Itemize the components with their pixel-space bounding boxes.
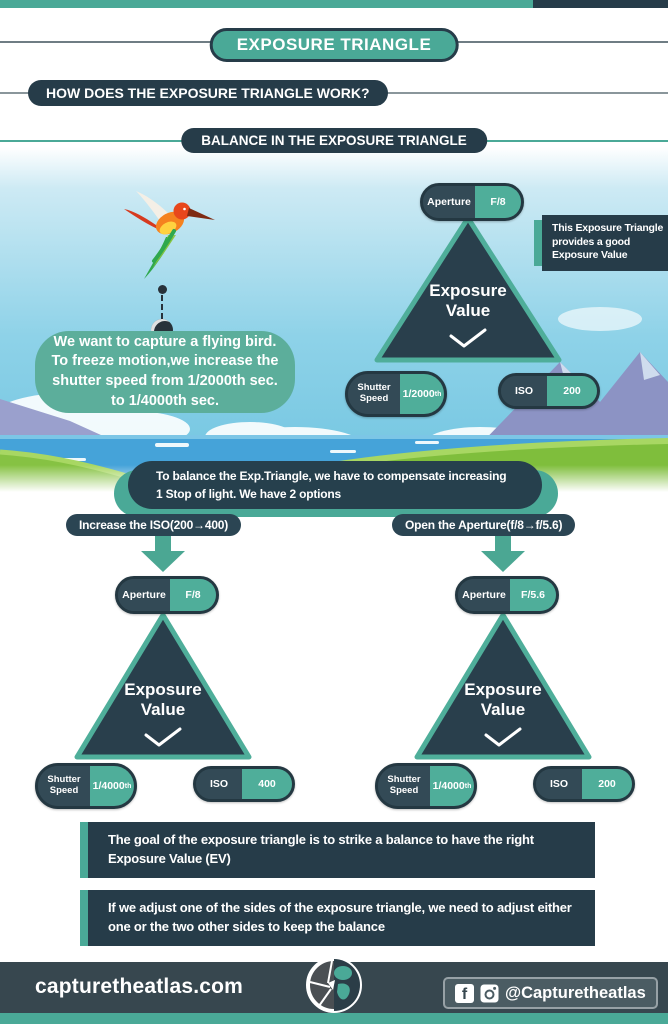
left-iso-pill: ISO 400 [193, 766, 295, 802]
note-accent-bar [80, 822, 88, 878]
speech-bubble-text: We want to capture a flying bird. To fre… [51, 333, 279, 409]
instagram-icon[interactable] [480, 984, 499, 1003]
shutter-pill-suffix: th [434, 390, 442, 398]
callout-note: This Exposure Triangle provides a good E… [534, 215, 668, 271]
question-heading: HOW DOES THE EXPOSURE TRIANGLE WORK? [28, 80, 388, 106]
callout-accent-bar [534, 220, 542, 266]
note-text-1: The goal of the exposure triangle is to … [88, 822, 595, 878]
shutter-pill-label: Shutter Speed [348, 374, 400, 414]
right-iso-label: ISO [536, 769, 582, 799]
down-arrow-left-head [141, 551, 185, 572]
plumb-line-small-dot [158, 285, 167, 294]
left-aperture-label: Aperture [118, 579, 170, 611]
balance-banner: To balance the Exp.Triangle, we have to … [128, 461, 542, 509]
banner-line-1: To balance the Exp.Triangle, we have to … [156, 469, 507, 483]
top-bar-navy [533, 0, 668, 8]
left-aperture-value: F/8 [170, 579, 216, 611]
page-title: EXPOSURE TRIANGLE [209, 28, 459, 62]
check-icon [144, 727, 182, 747]
option-label-right: Open the Aperture(f/8→f/5.6) [392, 514, 576, 536]
section-heading-text: BALANCE IN THE EXPOSURE TRIANGLE [201, 133, 467, 148]
landscape-background [0, 147, 668, 492]
section-heading: BALANCE IN THE EXPOSURE TRIANGLE [181, 128, 487, 153]
social-handle[interactable]: @Capturetheatlas [505, 983, 646, 1002]
bottom-teal-strip [0, 1013, 668, 1024]
down-arrow-right-head [481, 551, 525, 572]
facebook-icon[interactable]: f [455, 983, 474, 1003]
left-aperture-pill: Aperture F/8 [115, 576, 219, 614]
exposure-triangle-shape: Exposure Value [371, 213, 565, 365]
logo-globe-icon [306, 957, 362, 1013]
plumb-line-dashes [161, 295, 163, 319]
left-shutter-label: Shutter Speed [38, 766, 90, 806]
site-url[interactable]: capturetheatlas.com [35, 975, 244, 998]
iso-pill-value: 200 [547, 376, 597, 406]
top-bar-teal [0, 0, 533, 8]
left-iso-label: ISO [196, 769, 242, 799]
callout-text: This Exposure Triangle provides a good E… [542, 215, 668, 271]
note-box-2: If we adjust one of the sides of the exp… [80, 890, 595, 946]
triangle-outline [74, 612, 252, 760]
right-iso-value: 200 [582, 769, 632, 799]
right-aperture-pill: Aperture F/5.6 [455, 576, 559, 614]
left-exposure-value-label: Exposure Value [124, 680, 202, 720]
right-aperture-value: F/5.6 [510, 579, 556, 611]
left-exposure-triangle-shape: Exposure Value [72, 610, 254, 762]
aperture-pill: Aperture F/8 [420, 183, 524, 221]
note-box-1: The goal of the exposure triangle is to … [80, 822, 595, 878]
iso-pill-label: ISO [501, 376, 547, 406]
hummingbird-icon [124, 191, 215, 279]
right-shutter-label: Shutter Speed [378, 766, 430, 806]
speech-bubble: We want to capture a flying bird. To fre… [35, 331, 295, 413]
check-icon [484, 727, 522, 747]
banner-line-2: 1 Stop of light. We have 2 options [156, 487, 341, 501]
aperture-pill-value: F/8 [475, 186, 521, 218]
option-label-left: Increase the ISO(200→400) [66, 514, 242, 536]
exposure-value-label: Exposure Value [429, 281, 507, 321]
check-icon [449, 328, 487, 348]
right-iso-pill: ISO 200 [533, 766, 635, 802]
left-iso-value: 400 [242, 769, 292, 799]
page-title-text: EXPOSURE TRIANGLE [236, 35, 432, 54]
note-accent-bar [80, 890, 88, 946]
social-links[interactable]: f @Capturetheatlas [443, 977, 658, 1009]
right-aperture-label: Aperture [458, 579, 510, 611]
aperture-pill-label: Aperture [423, 186, 475, 218]
right-shutter-suffix: th [464, 782, 472, 790]
scene-illustration: We want to capture a flying bird. To fre… [0, 147, 668, 492]
question-heading-text: HOW DOES THE EXPOSURE TRIANGLE WORK? [46, 85, 370, 101]
note-text-2: If we adjust one of the sides of the exp… [88, 890, 595, 946]
right-exposure-value-label: Exposure Value [464, 680, 542, 720]
triangle-outline [414, 612, 592, 760]
iso-pill: ISO 200 [498, 373, 600, 409]
left-shutter-suffix: th [124, 782, 132, 790]
triangle-outline [374, 215, 562, 363]
right-exposure-triangle-shape: Exposure Value [412, 610, 594, 762]
